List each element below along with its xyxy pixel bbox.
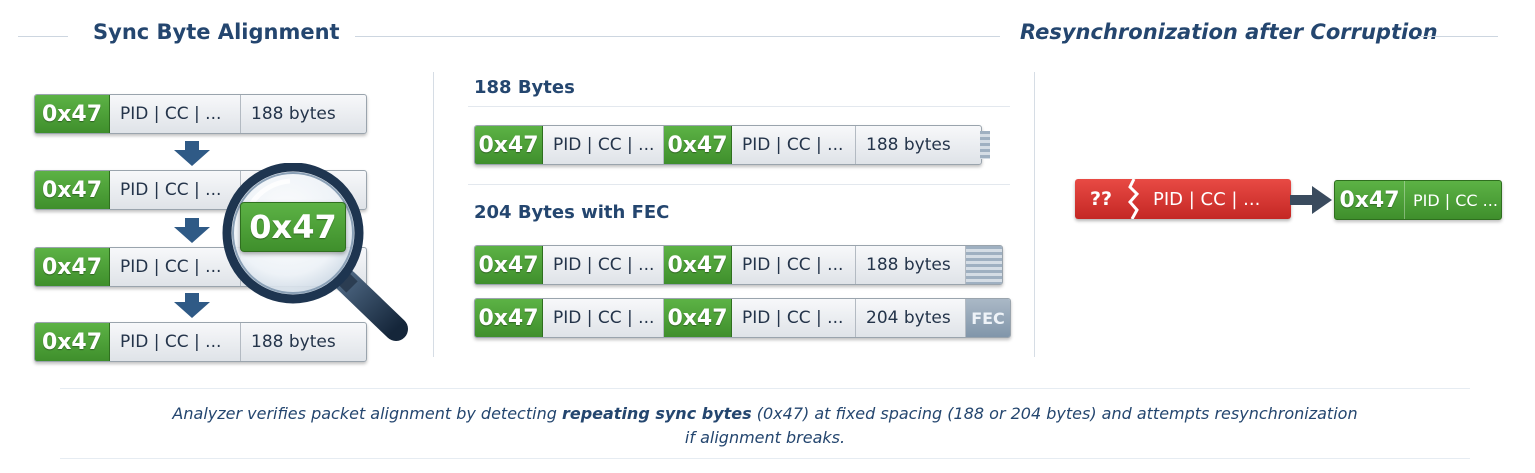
sync-byte: 0x47	[664, 299, 732, 337]
magnified-sync-byte: 0x47	[240, 202, 346, 252]
sync-byte: 0x47	[475, 299, 543, 337]
sync-alignment-title: Sync Byte Alignment	[93, 20, 340, 44]
packet-size: 188 bytes	[866, 135, 951, 155]
header-rule-right	[1418, 36, 1498, 37]
caption-line-2: if alignment breaks.	[684, 428, 846, 447]
sync-byte: 0x47	[664, 126, 732, 164]
row-204b: 0x47 PID | CC | ... 0x47 PID | CC | ... …	[474, 298, 1011, 338]
unknown-sync: ??	[1089, 188, 1113, 210]
continuation-stripes	[966, 246, 1002, 284]
packet-header: PID | CC | ...	[732, 299, 856, 337]
section-204-title: 204 Bytes with FEC	[474, 202, 670, 223]
break-icon	[1128, 179, 1140, 219]
corrupted-packet: ?? PID | CC | ...	[1075, 179, 1291, 219]
left-packet-4: 0x47 PID | CC | ... 188 bytes	[34, 322, 367, 362]
rule-mid	[468, 184, 1010, 185]
packet-size: 188 bytes	[251, 332, 336, 352]
magnifier-icon	[222, 163, 408, 341]
header-rule-middle	[355, 36, 1000, 37]
packet-header: PID | CC | ...	[1153, 188, 1261, 210]
sync-byte: 0x47	[35, 171, 110, 209]
sync-byte: 0x47	[475, 126, 543, 164]
sync-byte: 0x47	[475, 246, 543, 284]
separator-left	[433, 72, 434, 357]
packet-header: PID | CC | ...	[110, 323, 241, 361]
caption-bottom-rule	[60, 458, 1470, 459]
continuation-stripes	[980, 131, 990, 159]
caption-top-rule	[60, 388, 1470, 389]
sync-byte: 0x47	[664, 246, 732, 284]
packet-size: 204 bytes	[856, 299, 966, 337]
sync-byte: 0x47	[35, 323, 110, 361]
caption-line-1: Analyzer verifies packet alignment by de…	[172, 404, 1358, 423]
packet-header: PID | CC | ...	[543, 299, 664, 337]
packet-header: PID | CC | ...	[732, 246, 856, 284]
caption: Analyzer verifies packet alignment by de…	[100, 402, 1430, 450]
arrow-down-icon	[174, 293, 210, 318]
packet-header: PID | CC | ...	[543, 246, 664, 284]
magnifier: 0x47	[220, 163, 416, 349]
packet-size: 188 bytes	[251, 104, 336, 124]
row-188: 0x47 PID | CC | ... 0x47 PID | CC | ... …	[474, 125, 982, 165]
header-rule-left	[18, 36, 68, 37]
arrow-down-icon	[174, 141, 210, 166]
packet-header: PID | CC ...	[1413, 190, 1498, 210]
separator-right	[1034, 72, 1035, 357]
left-packet-1: 0x47 PID | CC | ... 188 bytes	[34, 94, 367, 134]
arrow-right-icon	[1290, 186, 1332, 214]
arrow-down-icon	[174, 218, 210, 243]
sync-byte: 0x47	[35, 248, 110, 286]
packet-header: PID | CC | ...	[732, 126, 856, 164]
fec-block: FEC	[966, 299, 1010, 337]
packet-header: PID | CC | ...	[110, 95, 241, 133]
section-188-title: 188 Bytes	[474, 77, 575, 98]
packet-header: PID | CC | ...	[543, 126, 664, 164]
resync-title: Resynchronization after Corruption	[1020, 20, 1438, 44]
packet-size: 188 bytes	[856, 246, 966, 284]
sync-byte: 0x47	[35, 95, 110, 133]
rule-188	[468, 106, 1010, 107]
resynced-packet: 0x47 PID | CC ...	[1334, 180, 1502, 220]
sync-byte: 0x47	[1335, 181, 1405, 219]
row-204a: 0x47 PID | CC | ... 0x47 PID | CC | ... …	[474, 245, 1003, 285]
